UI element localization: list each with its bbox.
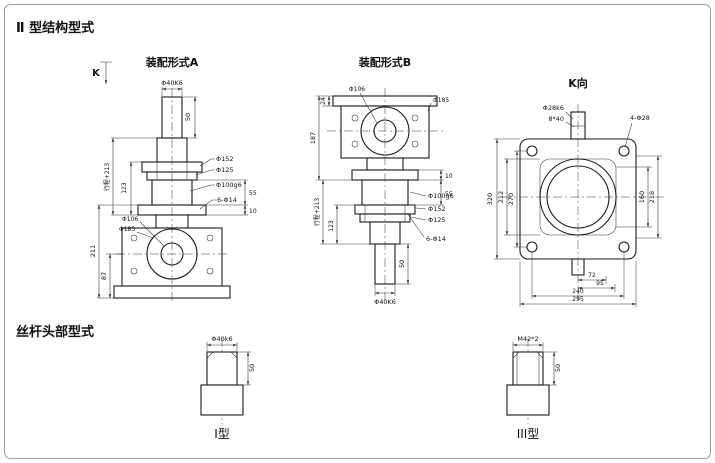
head-type-iii: M42*2 50 III型 bbox=[506, 335, 562, 441]
dim-k-input-shaft: Φ28k6 bbox=[543, 104, 564, 112]
dim-a-bore: Φ106 bbox=[122, 216, 138, 223]
dim-k-95: 95 bbox=[596, 280, 604, 287]
view-b-title: 装配形式B bbox=[358, 55, 411, 69]
dim-k-240: 240 bbox=[572, 288, 584, 295]
dim-b-shaft-length: 50 bbox=[398, 260, 406, 268]
dim-b-187: 187 bbox=[309, 132, 317, 144]
dim-k-corner-holes: 4-Φ28 bbox=[630, 114, 650, 122]
dim-a-123: 123 bbox=[121, 182, 128, 194]
dim-a-housing: Φ185 bbox=[119, 226, 135, 233]
dim-head-iii-length: 50 bbox=[554, 364, 562, 372]
head-iii-dimension-lines bbox=[512, 342, 557, 386]
view-k: K向 bbox=[486, 76, 664, 307]
dim-b-flange-od: Φ152 bbox=[428, 205, 446, 213]
dim-a-stroke: 行程+213 bbox=[103, 163, 111, 192]
view-b-dimension-lines bbox=[316, 92, 444, 296]
dim-a-flange-od: Φ152 bbox=[216, 155, 234, 163]
dim-k-320: 320 bbox=[486, 193, 494, 205]
dim-k-72: 72 bbox=[588, 272, 596, 279]
view-b-geometry bbox=[327, 88, 443, 300]
dim-b-55: 55 bbox=[445, 191, 453, 198]
head-i-geometry bbox=[200, 338, 244, 424]
section-title-structure: Ⅱ 型结构型式 bbox=[16, 20, 94, 36]
dim-k-270: 270 bbox=[507, 193, 515, 205]
dim-b-tube: Φ100g6 bbox=[428, 192, 454, 200]
dim-k-218: 218 bbox=[648, 191, 656, 203]
view-a-dimension-lines bbox=[97, 87, 248, 299]
head-i-title: I型 bbox=[214, 427, 230, 441]
section-title-screw-head: 丝杆头部型式 bbox=[16, 324, 94, 340]
dim-b-bottom-shaft: Φ40K6 bbox=[374, 298, 396, 306]
dim-a-55: 55 bbox=[249, 190, 257, 197]
view-b: 装配形式B bbox=[309, 55, 454, 306]
dim-a-10: 10 bbox=[249, 208, 257, 215]
dim-k-160: 160 bbox=[638, 191, 646, 203]
head-iii-title: III型 bbox=[517, 427, 540, 441]
dim-k-key: 8*40 bbox=[548, 115, 564, 123]
view-k-dimension-lines bbox=[494, 111, 662, 307]
head-iii-geometry bbox=[506, 338, 550, 424]
dim-b-123: 123 bbox=[328, 220, 335, 232]
view-a-geometry bbox=[113, 88, 231, 304]
dim-b-bolt-circle: Φ125 bbox=[428, 216, 446, 224]
dim-b-housing: Φ185 bbox=[433, 97, 449, 104]
view-a: 装配形式A K bbox=[89, 55, 257, 304]
dim-a-tube: Φ100g6 bbox=[216, 181, 242, 189]
dim-b-flange-holes: 6-Φ14 bbox=[426, 235, 446, 243]
dim-a-87: 87 bbox=[100, 272, 108, 280]
view-a-title: 装配形式A bbox=[145, 55, 199, 69]
k-arrow-label: K bbox=[92, 68, 101, 79]
view-k-title: K向 bbox=[568, 76, 588, 90]
dim-a-top-shaft: Φ40K6 bbox=[161, 79, 183, 87]
dim-a-shaft-length: 50 bbox=[184, 113, 192, 121]
dim-a-bolt-circle: Φ125 bbox=[216, 166, 234, 174]
view-k-geometry bbox=[502, 104, 664, 302]
dim-k-212: 212 bbox=[497, 191, 505, 203]
dim-b-bore: Φ106 bbox=[349, 86, 365, 93]
head-i-dimension-lines bbox=[206, 342, 251, 386]
dim-a-flange-holes: 6-Φ14 bbox=[217, 196, 237, 204]
dim-a-211: 211 bbox=[89, 245, 97, 257]
dim-head-i-length: 50 bbox=[248, 364, 256, 372]
dim-b-24: 24 bbox=[320, 97, 327, 105]
dim-head-i-diameter: Φ40k6 bbox=[211, 335, 232, 343]
dim-b-10: 10 bbox=[445, 173, 453, 180]
dim-k-295: 295 bbox=[572, 296, 584, 303]
dim-b-stroke: 行程+213 bbox=[313, 198, 321, 227]
head-type-i: Φ40k6 50 I型 bbox=[200, 335, 256, 441]
dim-head-iii-diameter: M42*2 bbox=[517, 335, 538, 343]
